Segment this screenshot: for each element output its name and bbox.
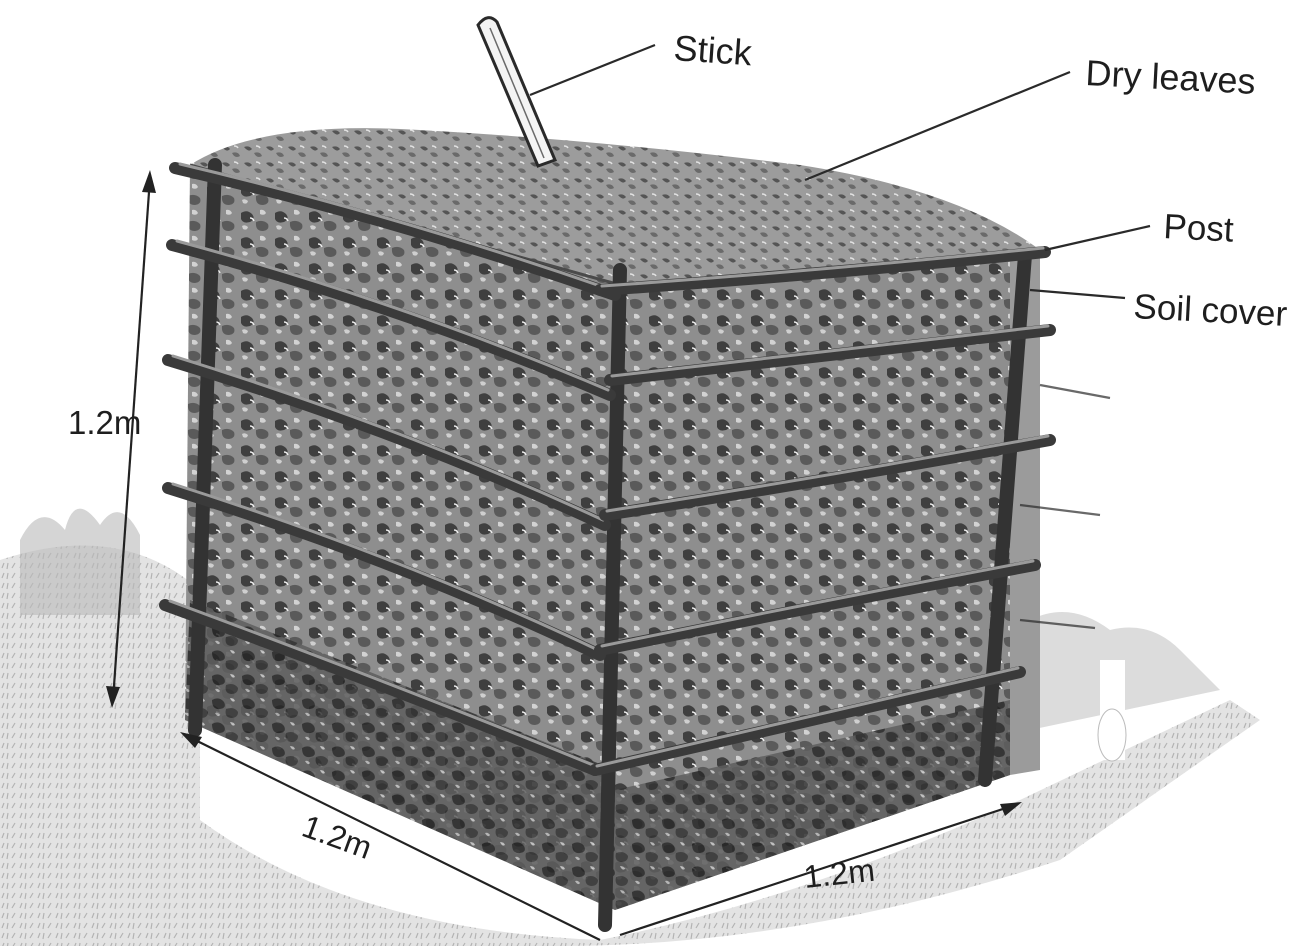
leader-soil-cover xyxy=(1030,290,1125,298)
label-height: 1.2m xyxy=(68,404,141,441)
label-width-right: 1.2m xyxy=(802,852,877,895)
label-width-left: 1.2m xyxy=(298,808,377,866)
label-stick: Stick xyxy=(672,27,754,73)
label-post: Post xyxy=(1163,207,1235,250)
leader-post xyxy=(1045,226,1150,250)
leader-stick xyxy=(530,45,655,95)
leader-dry-leaves xyxy=(805,72,1070,180)
label-dry-leaves: Dry leaves xyxy=(1085,52,1257,102)
label-soil-cover: Soil cover xyxy=(1133,287,1289,334)
